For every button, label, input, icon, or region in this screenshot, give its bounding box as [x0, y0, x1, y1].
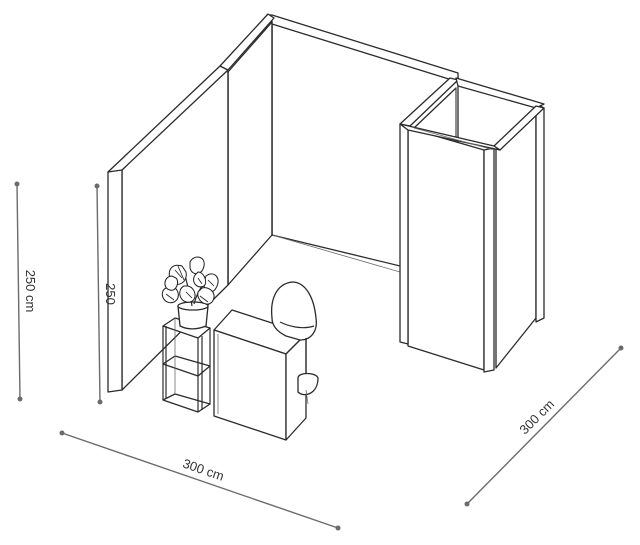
depth-side-label: 300 cm	[516, 396, 557, 437]
dimension-width-front: 300 cm	[59, 430, 341, 531]
plant	[161, 256, 219, 330]
dimension-height-outer: 250 cm	[14, 181, 38, 402]
height-outer-label: 250 cm	[23, 270, 38, 313]
height-inner-label: 250	[103, 283, 118, 305]
storage-cabin	[399, 77, 545, 373]
width-front-label: 300 cm	[181, 456, 226, 484]
shelf-stand	[162, 317, 211, 413]
chair	[270, 281, 319, 405]
counter	[213, 309, 307, 441]
dimension-height-inner: 250	[94, 183, 118, 405]
